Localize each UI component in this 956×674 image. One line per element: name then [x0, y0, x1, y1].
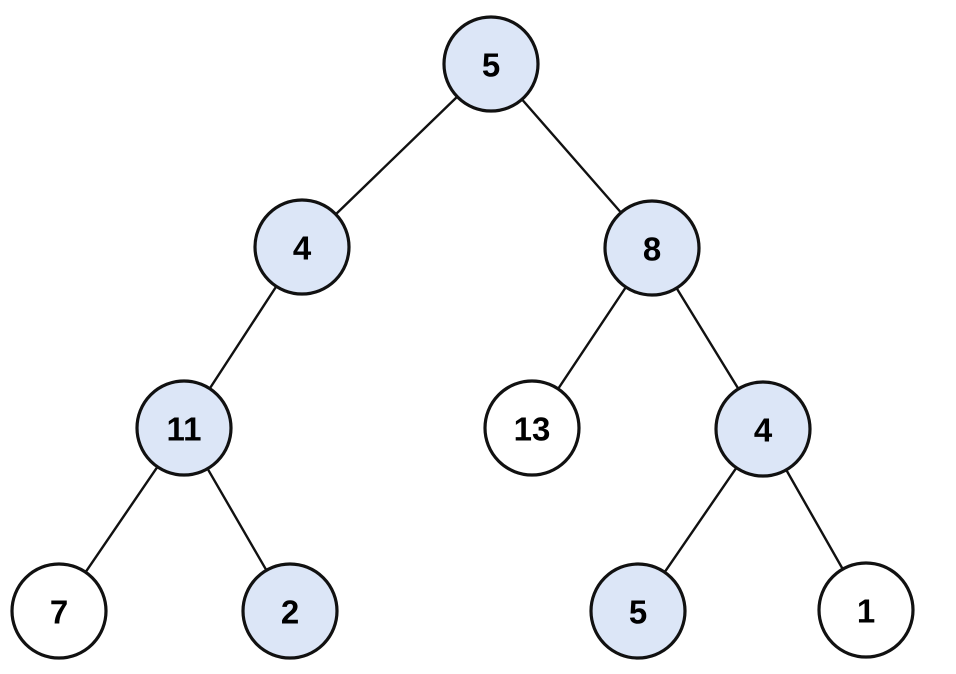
tree-node[interactable]: 5 — [442, 15, 540, 113]
tree-node[interactable]: 7 — [10, 562, 108, 660]
node-value-label: 8 — [643, 231, 661, 268]
node-circle-highlighted[interactable] — [253, 198, 351, 296]
node-value-label: 4 — [754, 412, 773, 449]
node-value-label: 13 — [514, 411, 551, 448]
node-value-label: 2 — [281, 594, 299, 631]
node-circle-highlighted[interactable] — [135, 379, 233, 477]
nodes-layer: 5 4 8 11 13 4 7 2 5 1 — [10, 15, 915, 660]
edges-layer — [83, 94, 845, 575]
node-value-label: 4 — [293, 230, 312, 267]
tree-node[interactable]: 2 — [241, 562, 339, 660]
tree-edge — [520, 97, 623, 215]
node-circle-highlighted[interactable] — [589, 562, 687, 660]
tree-edge — [784, 467, 845, 572]
node-circle-highlighted[interactable] — [603, 199, 701, 297]
node-circle-highlighted[interactable] — [442, 15, 540, 113]
tree-edge — [333, 94, 460, 217]
node-circle-plain[interactable] — [483, 379, 581, 477]
tree-node[interactable]: 4 — [253, 198, 351, 296]
node-value-label: 1 — [857, 593, 875, 630]
node-value-label: 11 — [167, 411, 202, 448]
tree-edge — [556, 285, 628, 391]
node-circle-plain[interactable] — [817, 561, 915, 659]
tree-node[interactable]: 4 — [714, 380, 812, 478]
node-value-label: 7 — [50, 594, 68, 631]
tree-node[interactable]: 13 — [483, 379, 581, 477]
node-circle-highlighted[interactable] — [714, 380, 812, 478]
tree-edge — [205, 466, 269, 573]
tree-edge — [83, 464, 160, 575]
node-value-label: 5 — [482, 47, 500, 84]
node-circle-plain[interactable] — [10, 562, 108, 660]
tree-node[interactable]: 11 — [135, 379, 233, 477]
node-circle-highlighted[interactable] — [241, 562, 339, 660]
tree-edge — [207, 284, 279, 391]
tree-edge — [674, 286, 741, 391]
tree-node[interactable]: 1 — [817, 561, 915, 659]
tree-node[interactable]: 8 — [603, 199, 701, 297]
tree-edge — [662, 465, 739, 575]
node-value-label: 5 — [629, 594, 647, 631]
tree-node[interactable]: 5 — [589, 562, 687, 660]
